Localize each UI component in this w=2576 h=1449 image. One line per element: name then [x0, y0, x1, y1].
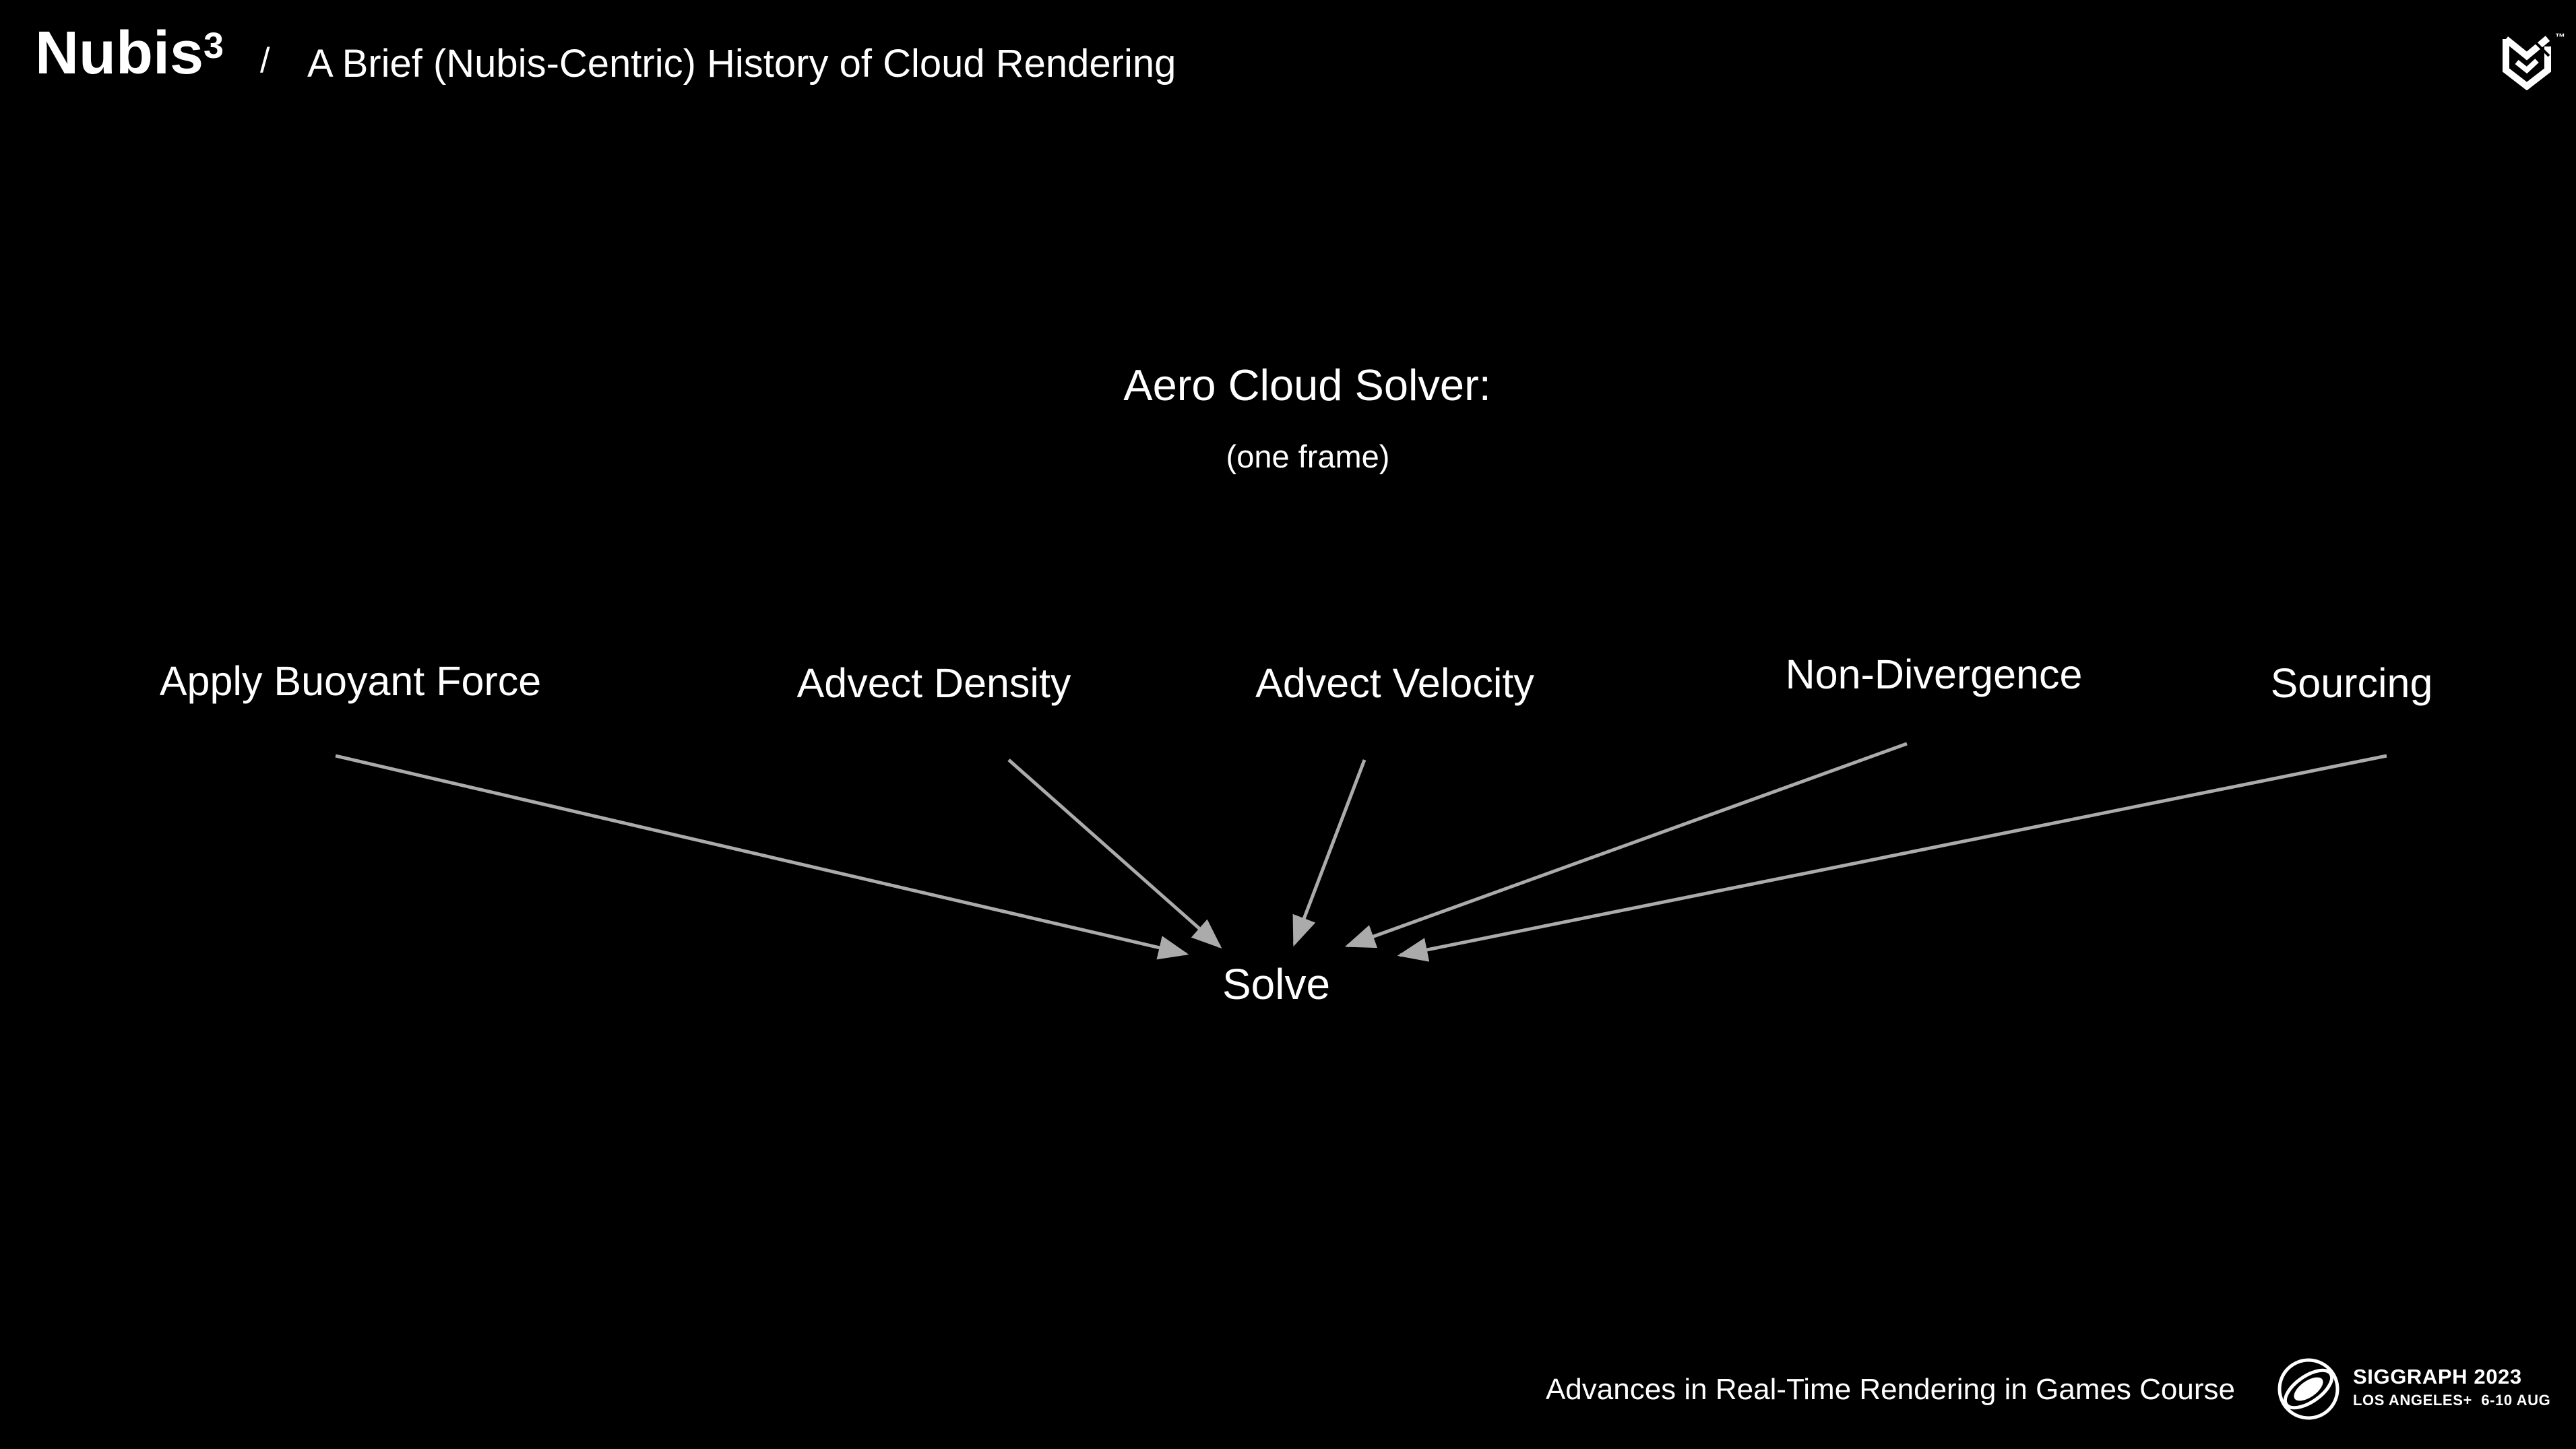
trademark-symbol: ™	[2555, 32, 2566, 43]
arrow-apply-buoyant-force-to-solve	[335, 754, 1189, 960]
siggraph-text-block: SIGGRAPH 2023 LOS ANGELES+ 6-10 AUG	[2353, 1366, 2550, 1408]
diagram-heading: Aero Cloud Solver:	[1123, 360, 1491, 410]
arrow-sourcing-to-solve	[1397, 754, 2387, 962]
arrow-advect-velocity-to-solve	[1292, 759, 1366, 947]
siggraph-location-dates: LOS ANGELES+ 6-10 AUG	[2353, 1392, 2551, 1409]
node-apply-buoyant-force: Apply Buoyant Force	[159, 658, 542, 704]
siggraph-logo-icon	[2277, 1358, 2339, 1420]
node-sourcing: Sourcing	[2270, 660, 2433, 706]
node-advect-density: Advect Density	[796, 660, 1071, 706]
guerrilla-games-logo-icon	[2503, 36, 2551, 90]
footer-course-title: Advances in Real-Time Rendering in Games…	[1545, 1373, 2235, 1406]
node-non-divergence: Non-Divergence	[1785, 651, 2083, 697]
node-solve: Solve	[1222, 960, 1331, 1008]
brand-exponent: 3	[203, 26, 224, 67]
node-advect-velocity: Advect Velocity	[1255, 660, 1534, 706]
arrow-non-divergence-to-solve	[1344, 742, 1908, 948]
diagram-subheading: (one frame)	[1226, 439, 1390, 474]
brand-name: Nubis	[35, 20, 204, 87]
brand-logo-text: Nubis3	[35, 23, 224, 84]
page-title: A Brief (Nubis-Centric) History of Cloud…	[307, 42, 1176, 86]
siggraph-conference-label: SIGGRAPH 2023	[2353, 1365, 2522, 1388]
header-separator: /	[260, 41, 270, 80]
arrow-advect-density-to-solve	[1007, 759, 1222, 948]
